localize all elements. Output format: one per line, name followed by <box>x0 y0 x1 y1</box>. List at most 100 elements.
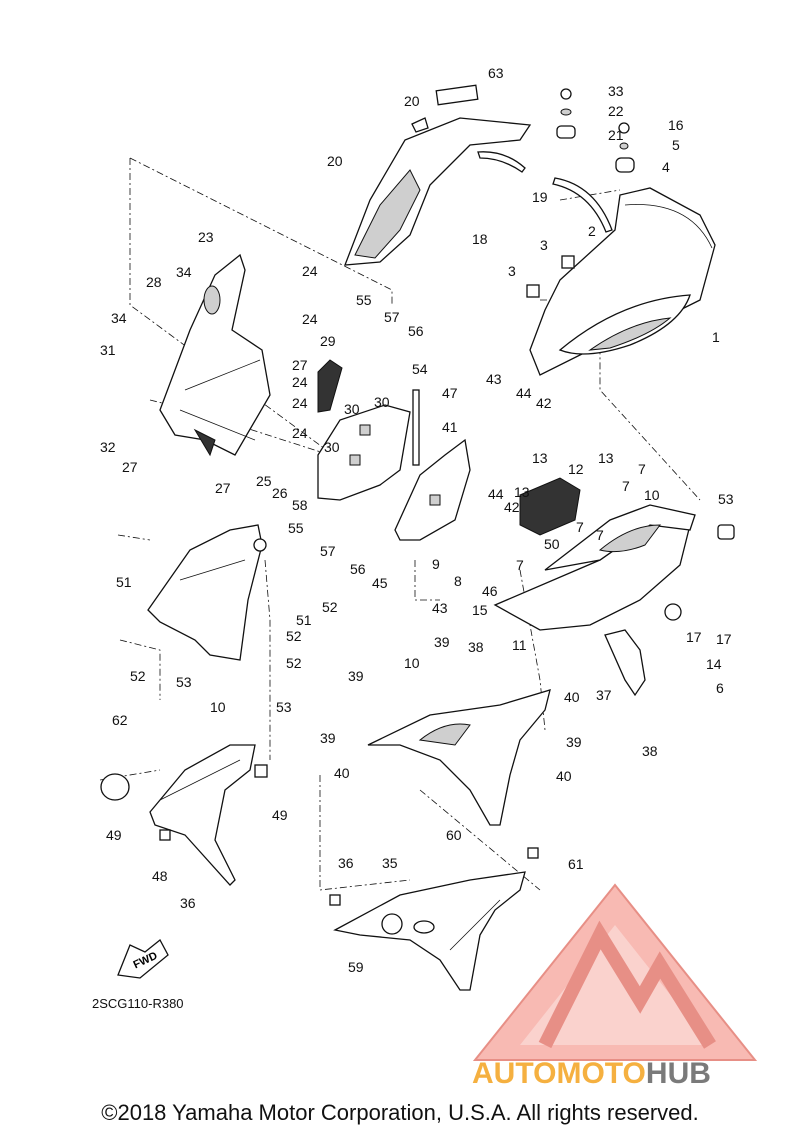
lower-left-bracket <box>147 524 267 661</box>
callout-label: 19 <box>532 189 548 205</box>
callout-label: 40 <box>556 768 572 784</box>
callout-label: 20 <box>404 93 420 109</box>
trim-19 <box>477 151 526 173</box>
callout-label: 58 <box>292 497 308 513</box>
callout-label: 7 <box>622 478 630 494</box>
callout-label: 25 <box>256 473 272 489</box>
callout-label: 24 <box>292 425 308 441</box>
callout-label: 42 <box>504 499 520 515</box>
callout-label: 36 <box>180 895 196 911</box>
callout-label: 27 <box>292 357 308 373</box>
callout-label: 27 <box>122 459 138 475</box>
callout-label: 9 <box>432 556 440 572</box>
callout-label: 61 <box>568 856 584 872</box>
callout-label: 24 <box>302 263 318 279</box>
automotohub-logo <box>472 883 758 1061</box>
callout-label: 35 <box>382 855 398 871</box>
callout-label: 38 <box>468 639 484 655</box>
callout-label: 11 <box>512 637 527 653</box>
callout-label: 46 <box>482 583 498 599</box>
hardware-top <box>526 88 635 298</box>
callout-label: 44 <box>488 486 504 502</box>
callout-label: 13 <box>598 450 614 466</box>
callout-label: 39 <box>434 634 450 650</box>
callout-label: 24 <box>292 374 308 390</box>
callout-label: 13 <box>514 484 530 500</box>
callout-label: 34 <box>176 264 192 280</box>
upper-bracket <box>344 117 532 266</box>
left-inner-bracket <box>159 253 271 457</box>
callout-label: 39 <box>320 730 336 746</box>
callout-label: 57 <box>384 309 400 325</box>
copyright-notice: ©2018 Yamaha Motor Corporation, U.S.A. A… <box>101 1100 699 1125</box>
center-brackets <box>317 359 411 501</box>
callout-label: 15 <box>472 602 488 618</box>
callout-label: 13 <box>532 450 548 466</box>
callout-label: 40 <box>334 765 350 781</box>
callout-label: 24 <box>302 311 318 327</box>
watermark-text: AUTOMOTOHUB <box>472 1057 711 1090</box>
callout-label: 63 <box>488 65 504 81</box>
callout-label: 20 <box>327 153 343 169</box>
callout-label: 22 <box>608 103 624 119</box>
callout-label: 7 <box>596 527 604 543</box>
callout-label: 33 <box>608 83 624 99</box>
callout-label: 57 <box>320 543 336 559</box>
callout-label: 18 <box>472 231 488 247</box>
callout-label: 60 <box>446 827 462 843</box>
callout-label: 38 <box>642 743 658 759</box>
callout-label: 17 <box>686 629 702 645</box>
callout-label: 43 <box>486 371 502 387</box>
callout-label: 34 <box>111 310 127 326</box>
callout-label: 27 <box>215 480 231 496</box>
callout-label: 51 <box>296 612 312 628</box>
callout-label: 37 <box>596 687 612 703</box>
callout-label: 52 <box>286 628 302 644</box>
callout-label: 30 <box>324 439 340 455</box>
callout-label: 7 <box>638 461 646 477</box>
callout-label: 59 <box>348 959 364 975</box>
mesh-panel <box>519 477 581 536</box>
callout-label: 56 <box>350 561 366 577</box>
callout-label: 5 <box>672 137 680 153</box>
harness-bracket <box>394 389 471 541</box>
callout-label: 55 <box>356 292 372 308</box>
callout-label: 7 <box>516 557 524 573</box>
callout-label: 51 <box>116 574 132 590</box>
callout-label: 31 <box>100 342 116 358</box>
callout-label: 62 <box>112 712 128 728</box>
callout-label: 7 <box>576 519 584 535</box>
callout-label: 52 <box>130 668 146 684</box>
callout-label: 53 <box>176 674 192 690</box>
callout-label: 42 <box>536 395 552 411</box>
callout-label: 28 <box>146 274 162 290</box>
callout-label: 40 <box>564 689 580 705</box>
callout-label: 53 <box>276 699 292 715</box>
callout-label: 32 <box>100 439 116 455</box>
callout-label: 43 <box>432 600 448 616</box>
callout-label: 45 <box>372 575 388 591</box>
callout-label: 54 <box>412 361 428 377</box>
callout-label: 49 <box>106 827 122 843</box>
callout-label: 48 <box>152 868 168 884</box>
callout-label: 53 <box>718 491 734 507</box>
watermark-brand-part1: AUTOMOTO <box>472 1057 646 1090</box>
callout-label: 50 <box>544 536 560 552</box>
left-side-panel <box>100 744 268 886</box>
callout-label: 10 <box>644 487 660 503</box>
callout-label: 26 <box>272 485 288 501</box>
callout-label: 3 <box>540 237 548 253</box>
parts-diagram: AUTOMOTOHUB <box>92 65 758 1090</box>
callout-label: 39 <box>566 734 582 750</box>
callout-label: 52 <box>322 599 338 615</box>
callout-label: 10 <box>404 655 420 671</box>
callout-label: 29 <box>320 333 336 349</box>
callout-label: 8 <box>454 573 462 589</box>
callout-label: 39 <box>348 668 364 684</box>
callout-label: 2 <box>588 223 596 239</box>
callout-label: 1 <box>712 329 720 345</box>
callout-label: 55 <box>288 520 304 536</box>
callout-label: 3 <box>508 263 516 279</box>
diagram-code: 2SCG110-R380 <box>92 996 184 1011</box>
